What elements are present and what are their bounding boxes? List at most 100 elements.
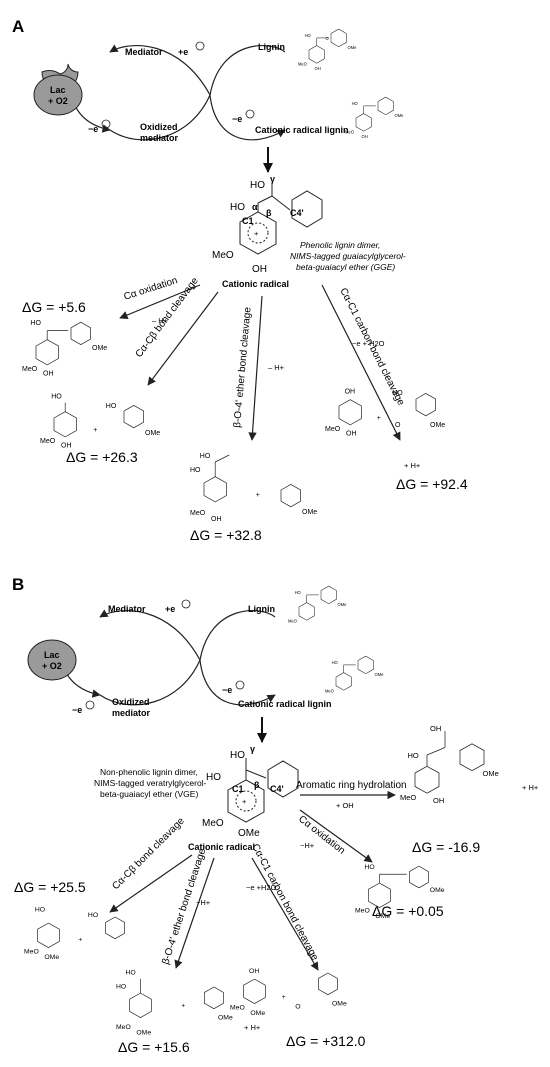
atom-ho: HO bbox=[250, 180, 265, 191]
svg-text:OH: OH bbox=[211, 516, 222, 523]
product-a1: HO MeO OH OMe bbox=[22, 320, 107, 377]
plus-e-label: +e bbox=[165, 604, 175, 614]
dg-b2: ΔG = +0.05 bbox=[372, 903, 444, 919]
cationic-radical-label: Cationic radical bbox=[188, 842, 255, 852]
svg-text:HO: HO bbox=[305, 33, 311, 38]
svg-text:OH: OH bbox=[61, 442, 72, 449]
reaction-name-b2: Cα oxidation bbox=[296, 814, 347, 857]
laccase-enzyme-icon bbox=[27, 639, 77, 681]
oxidized-label-1: Oxidized bbox=[112, 697, 150, 707]
mediator-arrow bbox=[109, 44, 211, 96]
svg-text:OH: OH bbox=[346, 430, 357, 437]
svg-text:MeO: MeO bbox=[325, 688, 334, 693]
atom-meo: MeO bbox=[202, 818, 224, 829]
radical-cation-ring-icon bbox=[247, 222, 269, 244]
svg-text:HO: HO bbox=[51, 393, 62, 400]
svg-text:HO: HO bbox=[295, 590, 301, 595]
svg-text:O: O bbox=[326, 36, 329, 41]
reaction-arrow-a1 bbox=[119, 284, 201, 319]
electron-icon bbox=[181, 599, 191, 609]
lignin-radical-structure-small: HO MeO OH OMe bbox=[345, 96, 404, 139]
lac-label: Lac bbox=[50, 85, 66, 95]
redox-cycle-b: Lac + O2 Mediator +e Oxidized mediator −… bbox=[27, 599, 332, 718]
caption-line-2: NIMS-tagged guaiacylglycerol- bbox=[290, 251, 406, 261]
lac-label: Lac bbox=[44, 650, 60, 660]
lignin-label: Lignin bbox=[258, 42, 285, 52]
lignin-structure-small: HO O MeO OH OMe bbox=[298, 28, 358, 71]
atom-ome: OMe bbox=[238, 828, 260, 839]
guaiacyl-ring bbox=[291, 190, 323, 228]
electron-icon bbox=[235, 680, 245, 690]
minus-e-left-label: −e bbox=[72, 705, 82, 715]
svg-text:+: + bbox=[181, 1002, 185, 1009]
beta-label: β bbox=[266, 208, 272, 218]
svg-text:OH: OH bbox=[43, 370, 54, 377]
svg-text:HO: HO bbox=[352, 101, 358, 106]
reaction-arrow-a2 bbox=[147, 291, 219, 386]
svg-text:OMe: OMe bbox=[348, 45, 358, 50]
mediator-label: Mediator bbox=[125, 47, 163, 57]
svg-text:OH: OH bbox=[249, 968, 259, 975]
svg-text:OMe: OMe bbox=[250, 1010, 265, 1017]
svg-text:OMe: OMe bbox=[218, 1015, 233, 1022]
panel-a: A Lac + O2 Mediator +e Oxidized mediator… bbox=[12, 17, 468, 543]
svg-text:OH: OH bbox=[315, 66, 321, 71]
reaction-name-b5: Cα-C1 carbon bond cleavage bbox=[249, 842, 320, 963]
dg-a4: ΔG = +92.4 bbox=[396, 476, 468, 492]
atom-ho: HO bbox=[230, 750, 245, 761]
reaction-name-b1: Aromatic ring hydrolation bbox=[296, 780, 407, 791]
svg-text:HO: HO bbox=[332, 660, 338, 665]
reaction-cond-a3: – H+ bbox=[268, 363, 285, 372]
c4-label: C4' bbox=[270, 784, 284, 794]
svg-text:HO: HO bbox=[190, 467, 201, 474]
svg-text:HO: HO bbox=[126, 970, 136, 977]
reaction-arrow-a3 bbox=[248, 295, 263, 441]
gamma-label: γ bbox=[270, 174, 275, 184]
reaction-name-a1: Cα oxidation bbox=[123, 275, 179, 303]
atom-ho: HO bbox=[230, 202, 245, 213]
svg-text:OMe: OMe bbox=[302, 509, 317, 516]
svg-text:OMe: OMe bbox=[145, 430, 160, 437]
svg-text:MeO: MeO bbox=[116, 1024, 131, 1031]
svg-text:HO: HO bbox=[35, 907, 45, 914]
gamma-label: γ bbox=[250, 744, 255, 754]
panel-b: B Lac + O2 Mediator +e Oxidized mediator… bbox=[12, 575, 539, 1055]
svg-text:OMe: OMe bbox=[92, 345, 107, 352]
reaction-cond-a4: −e + H2O bbox=[352, 339, 385, 348]
svg-text:MeO: MeO bbox=[355, 907, 370, 914]
svg-text:HO: HO bbox=[30, 320, 41, 327]
svg-text:OH: OH bbox=[362, 134, 368, 139]
caption-line-1: Phenolic lignin dimer, bbox=[300, 240, 380, 250]
svg-text:HO: HO bbox=[88, 912, 98, 919]
cationic-radical-lignin-label: Cationic radical lignin bbox=[255, 125, 349, 135]
dg-b3: ΔG = +25.5 bbox=[14, 879, 86, 895]
plus-sign: + bbox=[242, 797, 247, 806]
dg-b5: ΔG = +312.0 bbox=[286, 1033, 366, 1049]
lignin-arrow bbox=[209, 44, 286, 96]
atom-ho: HO bbox=[206, 772, 221, 783]
svg-text:OH: OH bbox=[433, 796, 444, 805]
minus-e-right-label: −e bbox=[222, 685, 232, 695]
central-dimer-b: + HO HO γ C1 β C4' MeO OMe Non-phenolic … bbox=[94, 744, 299, 852]
svg-text:O: O bbox=[295, 1003, 300, 1010]
reaction-cond-b1: + OH bbox=[336, 801, 354, 810]
svg-text:HO: HO bbox=[116, 983, 126, 990]
svg-text:MeO: MeO bbox=[400, 793, 416, 802]
svg-text:+: + bbox=[256, 492, 260, 499]
reaction-name-b3: Cα-Cβ bond cleavage bbox=[110, 815, 187, 892]
reaction-arrow-a4 bbox=[321, 284, 401, 441]
svg-text:HO: HO bbox=[365, 864, 375, 871]
panel-letter-a: A bbox=[12, 17, 24, 36]
reaction-cond-a1: – H+ bbox=[152, 316, 169, 325]
mediator-label: Mediator bbox=[108, 604, 146, 614]
reaction-extra-a4: + H+ bbox=[404, 461, 421, 470]
svg-text:OMe: OMe bbox=[483, 769, 499, 778]
cationic-radical-label: Cationic radical bbox=[222, 279, 289, 289]
svg-text:MeO: MeO bbox=[22, 366, 38, 373]
